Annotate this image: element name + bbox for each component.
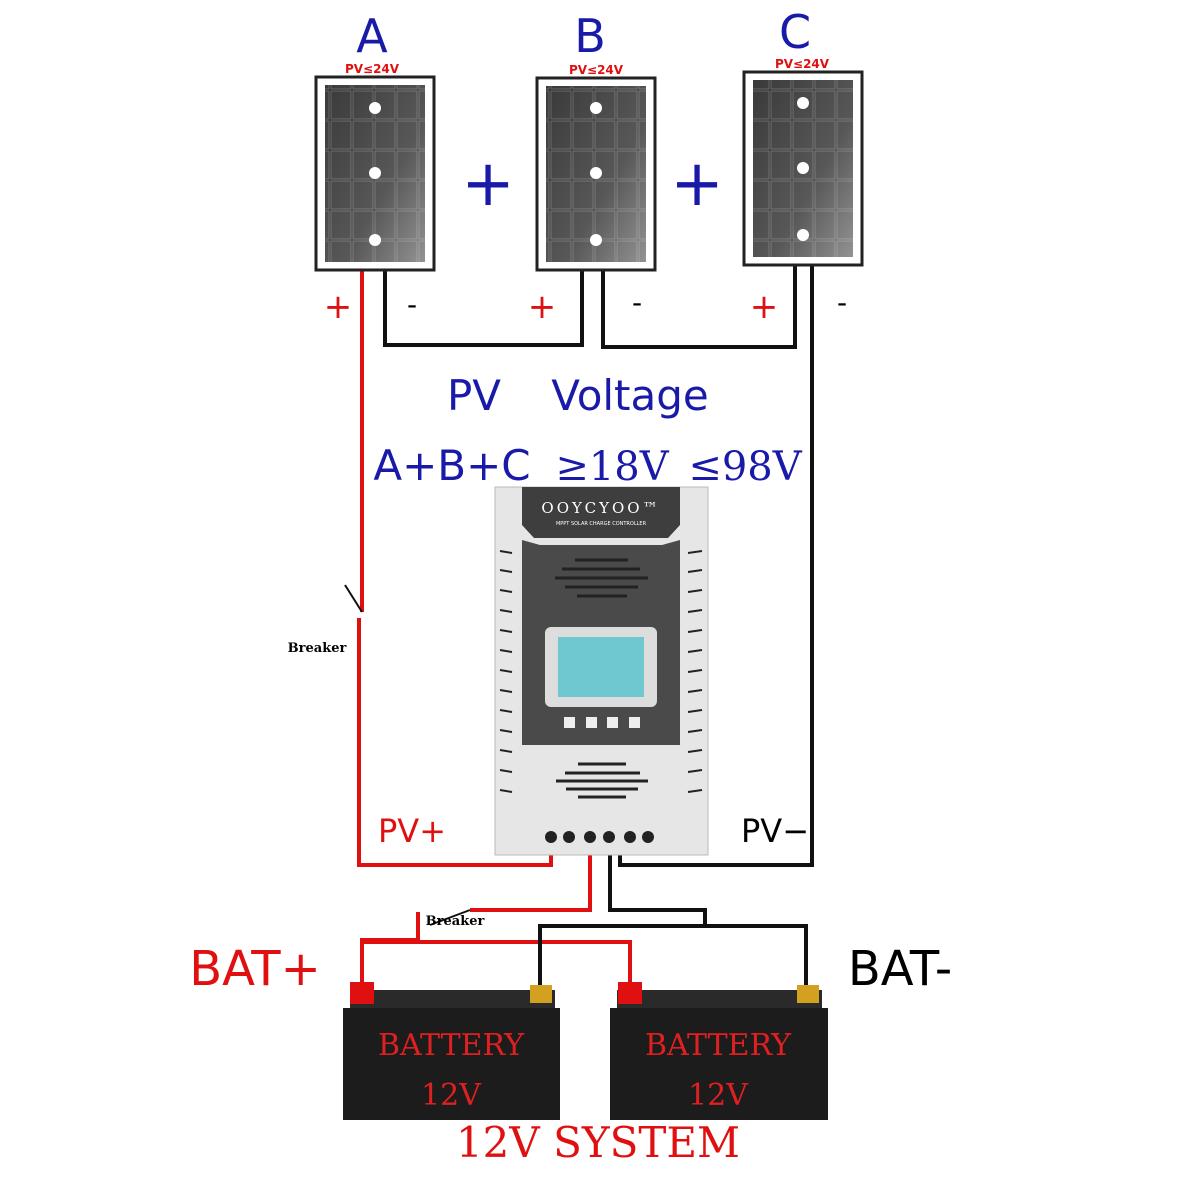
battery-1-positive-terminal [350, 982, 374, 1004]
panel-c-minus: - [837, 286, 847, 319]
battery-2-label: BATTERY [645, 1028, 792, 1063]
panel-b-plus: + [528, 287, 557, 327]
voltage-title: Voltage [551, 371, 709, 420]
solar-panel-a [314, 75, 436, 272]
series-plus-bc: + [670, 147, 724, 221]
battery-2-negative-terminal [797, 985, 819, 1003]
voltage-formula: A+B+C [373, 441, 530, 490]
controller-buttons[interactable] [564, 717, 640, 728]
panel-a-minus: - [407, 288, 417, 321]
battery-1-voltage: 12V [421, 1078, 482, 1113]
panel-c-rating: PV≤24V [775, 57, 830, 71]
battery-2-positive-terminal [618, 982, 642, 1004]
wire-bat-positive-lower [360, 912, 420, 990]
panel-a-rating: PV≤24V [345, 62, 400, 76]
solar-panel-b [535, 76, 657, 272]
breaker-switch-pv [344, 584, 363, 613]
bat-plus-label: BAT+ [189, 941, 321, 997]
wire-b-minus-c-plus [601, 265, 797, 349]
terminals [545, 831, 654, 843]
panel-c-plus: + [750, 287, 779, 327]
pv-minus-label: PV− [741, 812, 809, 850]
series-plus-ab: + [461, 147, 515, 221]
battery-2-voltage: 12V [688, 1078, 749, 1113]
panel-a-plus: + [324, 287, 353, 327]
breaker-label-bat: Breaker [426, 914, 485, 929]
pv-plus-label: PV+ [378, 812, 446, 850]
panel-c-label: C [779, 5, 811, 59]
voltage-min: ≥18V [555, 444, 669, 490]
system-label: 12V SYSTEM [456, 1118, 740, 1167]
pv-label: PV [447, 371, 501, 420]
bat-minus-label: BAT- [848, 941, 952, 997]
solar-panel-c [742, 70, 864, 267]
voltage-max: ≤98V [688, 444, 802, 490]
battery-1: BATTERY 12V [343, 982, 560, 1120]
wires [344, 265, 814, 990]
panel-b-label: B [574, 9, 606, 63]
wire-a-minus-b-plus [383, 270, 584, 347]
battery-1-label: BATTERY [378, 1028, 525, 1063]
controller-brand: OOYCYOO™ [541, 499, 660, 517]
wire-pv-negative [618, 265, 814, 867]
panel-b-minus: - [632, 286, 642, 319]
lcd-screen [558, 637, 644, 697]
breaker-label-pv: Breaker [288, 641, 347, 656]
wire-bat-positive [470, 855, 592, 912]
wire-bat-negative-bridge [538, 924, 808, 990]
panel-b-rating: PV≤24V [569, 63, 624, 77]
panel-a-label: A [356, 9, 388, 63]
battery-2: BATTERY 12V [610, 982, 828, 1120]
wire-pv-positive-lower [357, 618, 553, 867]
battery-1-negative-terminal [530, 985, 552, 1003]
wire-bat-positive-bridge [362, 940, 632, 990]
wire-bat-negative [608, 855, 707, 925]
breaker-switch-bat [429, 909, 471, 926]
controller-subtitle: MPPT SOLAR CHARGE CONTROLLER [556, 521, 647, 527]
charge-controller: OOYCYOO™ MPPT SOLAR CHARGE CONTROLLER [494, 486, 709, 856]
